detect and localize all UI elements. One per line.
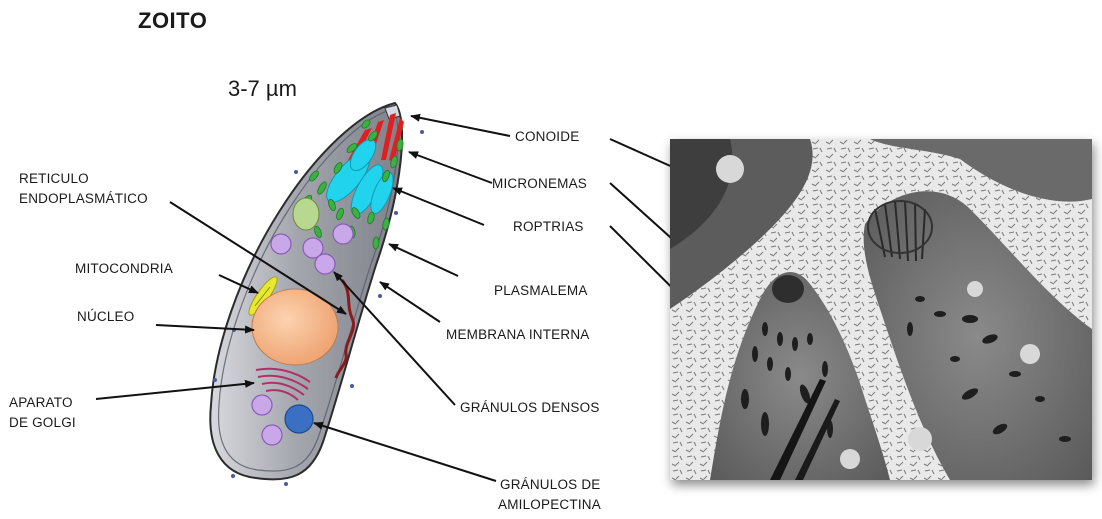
micrograph-image xyxy=(670,139,1092,480)
label-endoplasmatico: ENDOPLASMÁTICO xyxy=(19,190,148,207)
label-micronemas: MICRONEMAS xyxy=(492,175,587,192)
label-amilopectina: AMILOPECTINA xyxy=(498,496,601,513)
arrow-conoide xyxy=(411,116,510,136)
label-aparato: APARATO xyxy=(9,394,73,411)
label-de-golgi: DE GOLGI xyxy=(9,414,76,431)
arrow-roptrias xyxy=(393,188,484,225)
label-conoide: CONOIDE xyxy=(515,128,579,145)
label-plasmalema: PLASMALEMA xyxy=(494,282,588,299)
arrow-plasmalema xyxy=(389,244,458,276)
label-membrana-interna: MEMBRANA INTERNA xyxy=(446,326,589,343)
label-reticulo: RETICULO xyxy=(19,170,89,187)
label-mitocondria: MITOCONDRIA xyxy=(75,260,173,277)
arrow-membrana xyxy=(380,282,440,322)
apicoplast xyxy=(293,198,319,230)
label-roptrias: ROPTRIAS xyxy=(513,218,584,235)
label-granulos-de: GRÁNULOS DE xyxy=(500,476,600,493)
arrow-micronemas xyxy=(409,152,492,183)
label-nucleo: NÚCLEO xyxy=(77,308,134,325)
electron-micrograph xyxy=(670,139,1092,480)
amylopectin-granule xyxy=(285,405,313,433)
label-granulos-densos: GRÁNULOS DENSOS xyxy=(460,399,600,416)
arrow-amilopectina xyxy=(314,423,496,481)
